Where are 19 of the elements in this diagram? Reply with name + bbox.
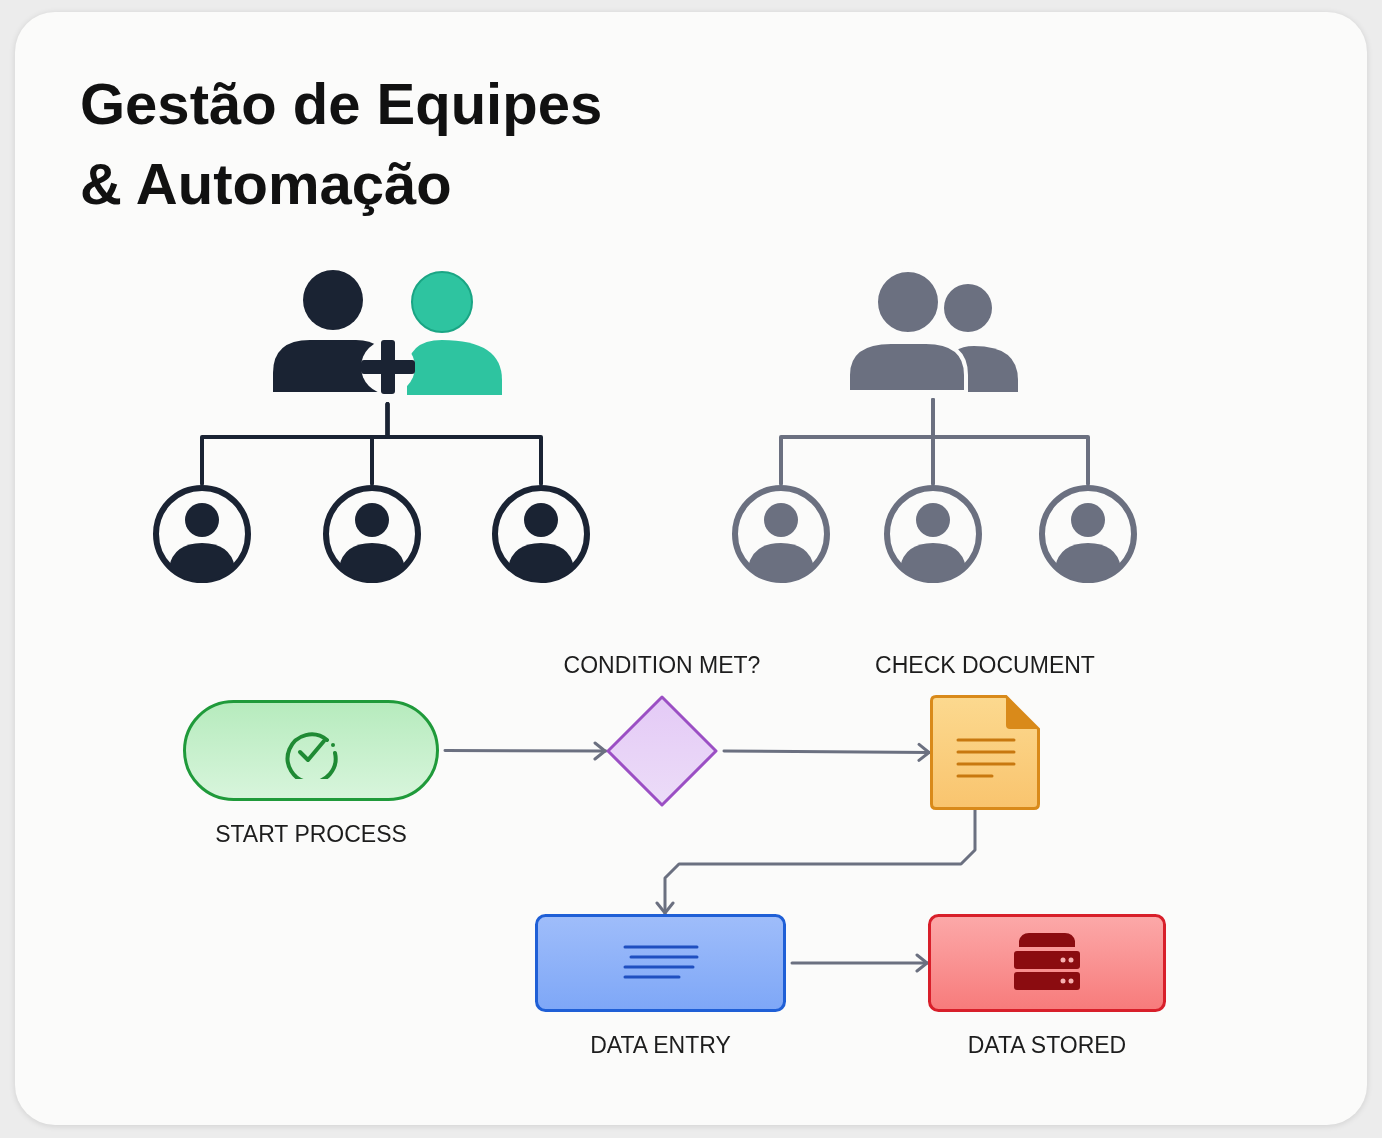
avatar-icon xyxy=(1038,484,1138,584)
node-label: DATA STORED xyxy=(967,1032,1127,1059)
arrow xyxy=(655,808,977,916)
arrow xyxy=(443,741,608,761)
arrow xyxy=(790,953,930,973)
node-label: START PROCESS xyxy=(215,821,407,848)
node-label: DATA ENTRY xyxy=(590,1032,731,1059)
node-label: CONDITION MET? xyxy=(563,652,761,679)
avatar-icon xyxy=(883,484,983,584)
avatar-icon xyxy=(322,484,422,584)
connector-line xyxy=(931,398,1090,486)
avatar-icon xyxy=(152,484,252,584)
avatar-icon xyxy=(731,484,831,584)
add-person-icon xyxy=(270,268,505,398)
title: Gestão de Equipes & Automação xyxy=(80,70,604,218)
node-label: CHECK DOCUMENT xyxy=(875,652,1095,679)
arrow xyxy=(722,742,932,762)
avatar-icon xyxy=(491,484,591,584)
connector-line xyxy=(385,402,543,486)
